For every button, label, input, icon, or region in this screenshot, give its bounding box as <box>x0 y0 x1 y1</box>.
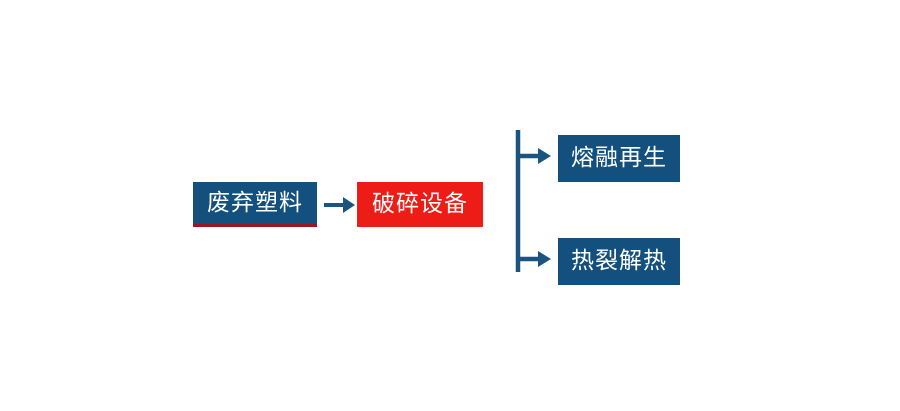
node-output-melt-regeneration-label: 熔融再生 <box>571 145 667 171</box>
node-source-label: 废弃塑料 <box>207 189 303 216</box>
node-output-pyrolysis[interactable]: 热裂解热 <box>558 238 680 285</box>
node-output-melt-regeneration[interactable]: 熔融再生 <box>558 135 680 182</box>
node-source[interactable]: 废弃塑料 <box>193 182 317 227</box>
arrow-right-icon <box>324 197 355 213</box>
node-process-label: 破碎设备 <box>372 191 468 217</box>
node-output-pyrolysis-label: 热裂解热 <box>571 248 667 274</box>
node-process[interactable]: 破碎设备 <box>357 182 483 227</box>
branch-split-icon <box>515 130 551 272</box>
